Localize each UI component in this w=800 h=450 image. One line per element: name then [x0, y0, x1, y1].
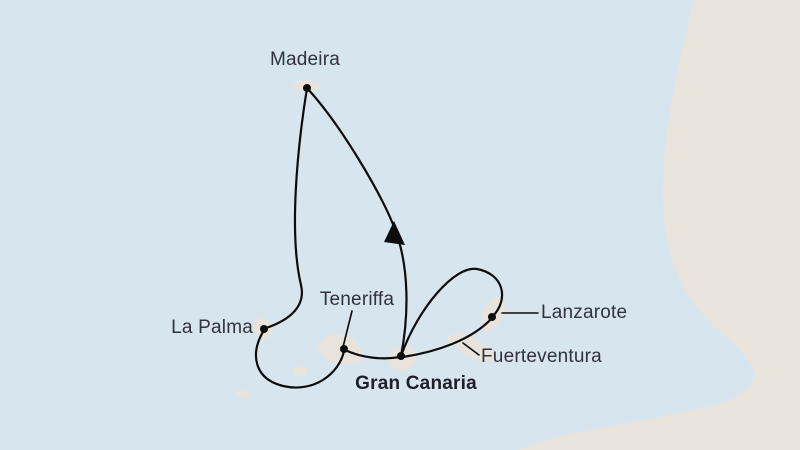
island-la-gomera	[293, 366, 307, 376]
label-lanzarote: Lanzarote	[541, 302, 628, 323]
connector-teneriffa	[342, 310, 353, 348]
label-la-palma: La Palma	[171, 317, 253, 338]
route-madeira-la-palma	[264, 86, 309, 330]
port-dot-la-palma	[260, 325, 268, 333]
island-el-hierro	[236, 390, 250, 398]
label-fuerteventura: Fuerteventura	[481, 346, 602, 367]
route-gran-canaria-lanzarote	[399, 267, 504, 358]
label-madeira: Madeira	[269, 49, 341, 70]
route-direction-arrow	[384, 221, 405, 245]
route-lanzarote-gran-canaria	[401, 316, 494, 359]
route-la-palma-teneriffa-loop	[255, 328, 346, 389]
port-dot-lanzarote	[488, 313, 496, 321]
connector-fuerteventura	[462, 342, 480, 356]
label-teneriffa: Teneriffa	[319, 289, 395, 310]
port-dot-madeira	[303, 84, 311, 92]
port-dot-teneriffa	[340, 345, 348, 353]
port-dot-gran-canaria	[397, 352, 405, 360]
route-teneriffa-gran-canaria	[343, 348, 402, 360]
africa-landmass	[519, 0, 800, 450]
island-teneriffa	[316, 334, 363, 365]
label-gran-canaria: Gran Canaria	[355, 373, 477, 394]
